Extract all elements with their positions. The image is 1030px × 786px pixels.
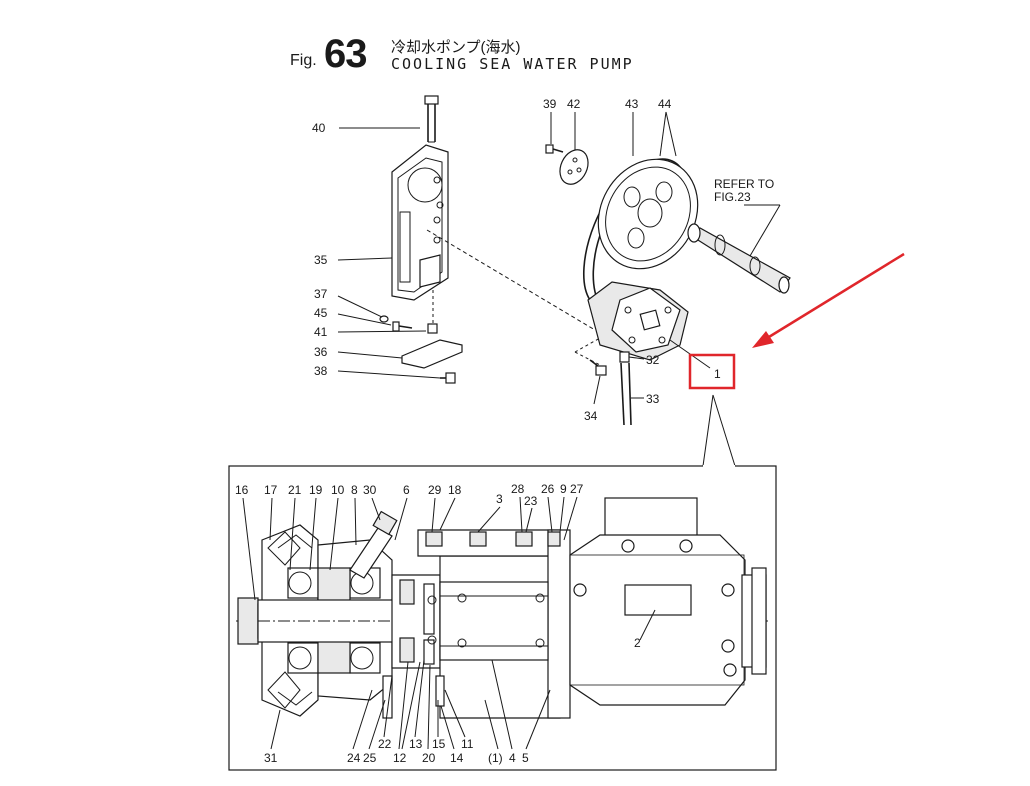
part-label-40: 40 [312,121,326,135]
highlight-box [688,353,736,390]
plate-part-36 [401,339,463,369]
figure-number: 63 [324,32,367,76]
part-label-43: 43 [625,97,639,111]
part-label-19: 19 [309,483,323,497]
part-label-32: 32 [646,353,660,367]
part-label-42: 42 [567,97,581,111]
plate-part-42 [559,149,589,185]
part-label-16: 16 [235,483,249,497]
part-label-9: 9 [560,482,567,496]
red-arrow-icon [752,252,905,348]
part-label-22: 22 [378,737,392,751]
pump-casing-part-4 [417,529,571,719]
pulley-part [597,158,699,270]
title-japanese: 冷却水ポンプ(海水) [391,39,521,56]
part-label-31: 31 [264,751,278,765]
bolt-part-45 [392,321,413,332]
part-label-41: 41 [314,325,328,339]
pump-body-part-1 [587,281,689,361]
part-label-28: 28 [511,482,525,496]
pipe-part-33 [620,362,632,426]
part-label-15: 15 [432,737,446,751]
part-label-26: 26 [541,482,555,496]
part-label-13: 13 [409,737,423,751]
part-label-17: 17 [264,483,278,497]
washer-part-37 [379,315,389,323]
part-label-6: 6 [403,483,410,497]
bearing-housing [287,539,393,701]
highlight-label-part-1: 1 [714,367,721,381]
part-label-44: 44 [658,97,672,111]
title-english: COOLING SEA WATER PUMP [391,55,634,73]
part-label-5: 5 [522,751,529,765]
part-label-38: 38 [314,364,328,378]
part-label-20: 20 [422,751,436,765]
nut-part-41 [427,323,438,334]
part-label-1-paren: (1) [488,751,503,765]
end-cover-part-2 [569,497,767,706]
nut-part-16 [237,597,259,645]
part-label-29: 29 [428,483,442,497]
part-label-10: 10 [331,483,345,497]
part-label-33: 33 [646,392,660,406]
part-label-45: 45 [314,306,328,320]
part-label-8: 8 [351,483,358,497]
part-label-24: 24 [347,751,361,765]
bolt-part-38 [440,372,456,384]
part-label-4: 4 [509,751,516,765]
part-label-2: 2 [634,636,641,650]
shaft-part-ref-fig23 [687,223,791,294]
part-label-18: 18 [448,483,462,497]
part-label-21: 21 [288,483,302,497]
part-label-12: 12 [393,751,407,765]
part-label-3: 3 [496,492,503,506]
seal-housing [382,574,441,719]
part-label-23: 23 [524,494,538,508]
part-label-36: 36 [314,345,328,359]
part-label-25: 25 [363,751,377,765]
bolt-part-40 [424,95,439,143]
refer-note-line-2: FIG.23 [714,190,751,204]
figure-prefix: Fig. [290,52,317,69]
part-label-39: 39 [543,97,557,111]
bolt-part-34 [589,359,607,376]
fitting-part-32 [619,351,630,363]
bracket-part-35 [391,144,449,301]
part-label-27: 27 [570,482,584,496]
part-label-37: 37 [314,287,328,301]
part-label-11: 11 [461,737,474,751]
screw-part-39 [545,144,564,154]
part-label-35: 35 [314,253,328,267]
refer-note-line-1: REFER TO [714,177,774,191]
part-label-34: 34 [584,409,598,423]
part-label-14: 14 [450,751,464,765]
part-label-30: 30 [363,483,377,497]
